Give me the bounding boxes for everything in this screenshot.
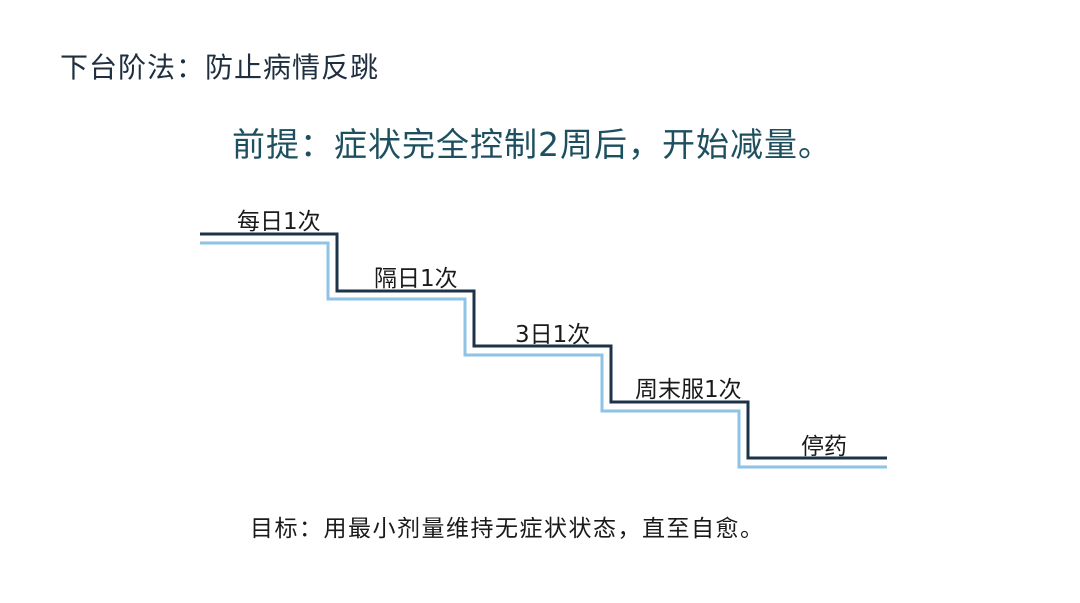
step-label-daily: 每日1次 xyxy=(237,209,321,235)
step-label-stop: 停药 xyxy=(801,434,847,460)
staircase-shadow-line xyxy=(200,241,887,469)
step-label-every-three-days: 3日1次 xyxy=(515,322,591,348)
staircase-main-line xyxy=(200,232,887,460)
slide-title: 下台阶法：防止病情反跳 xyxy=(60,51,380,84)
premise-text: 前提：症状完全控制2周后，开始减量。 xyxy=(232,125,832,164)
step-label-weekend: 周末服1次 xyxy=(635,377,742,403)
step-label-every-other-day: 隔日1次 xyxy=(374,266,458,292)
goal-text: 目标：用最小剂量维持无症状状态，直至自愈。 xyxy=(250,516,765,542)
